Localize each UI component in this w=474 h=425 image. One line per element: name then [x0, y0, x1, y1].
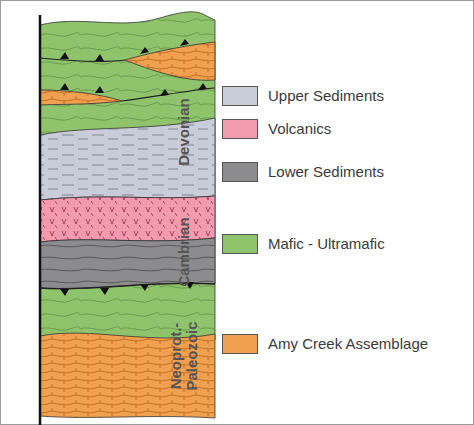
legend-swatch — [222, 234, 258, 254]
legend-swatch — [222, 86, 258, 106]
legend-text: Upper Sediments — [268, 87, 384, 105]
legend-swatch — [222, 119, 258, 139]
legend-swatch — [222, 162, 258, 182]
legend-text: Volcanics — [268, 120, 331, 138]
legend-text: Amy Creek Assemblage — [268, 335, 428, 353]
period-label: Neoprot.- Paleozoic — [168, 314, 200, 398]
period-label: Cambrian — [176, 207, 192, 297]
legend-text: Mafic - Ultramafic — [268, 235, 385, 253]
period-label: Devonian — [176, 87, 192, 177]
legend-text: Lower Sediments — [268, 163, 384, 181]
legend-swatch — [222, 334, 258, 354]
